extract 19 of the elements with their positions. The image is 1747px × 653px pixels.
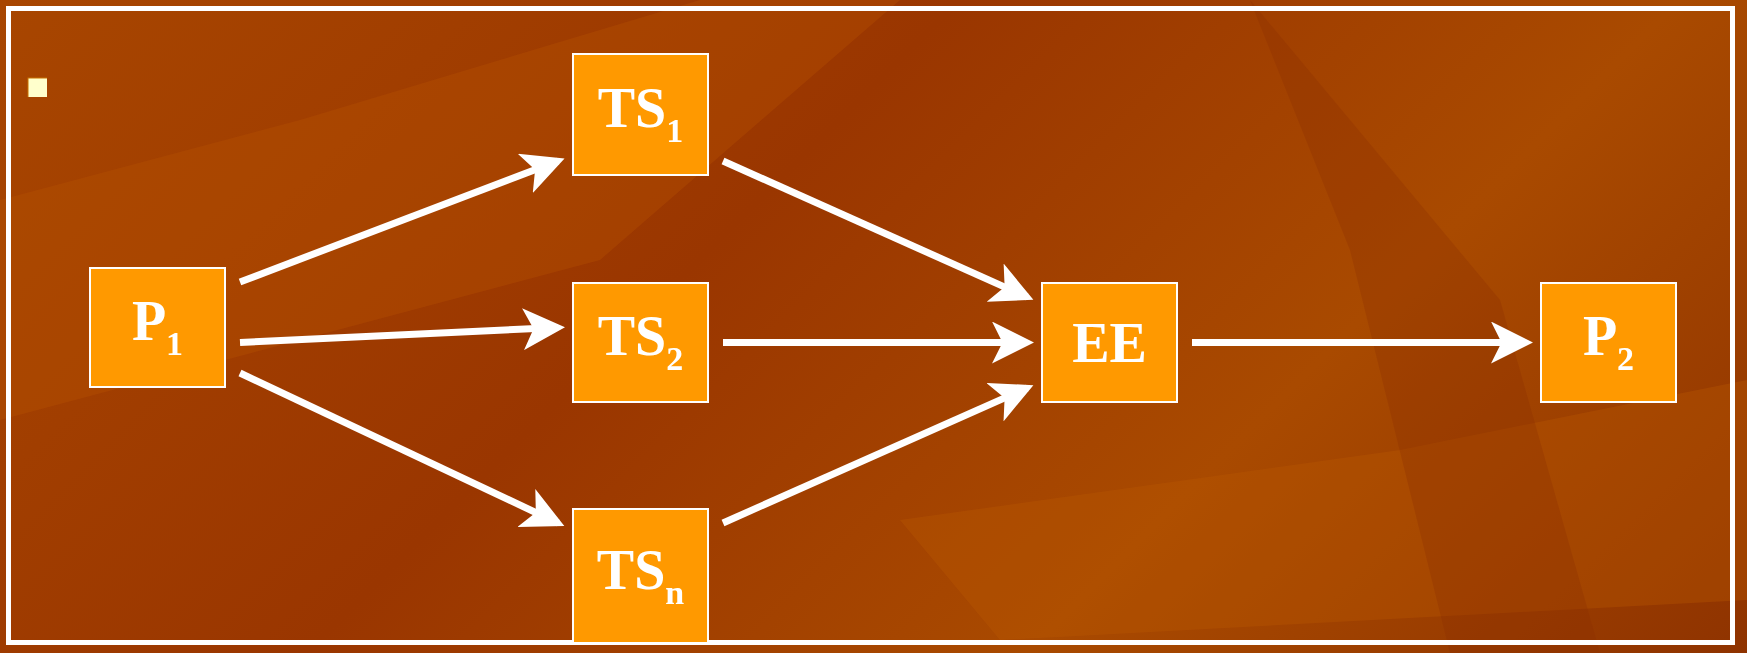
arrow [721,383,1034,527]
node-label: EE [1072,314,1147,371]
process-box [572,53,709,176]
arrow [238,369,565,528]
process-box [572,282,709,403]
node-label: P$_{1}$ [131,293,184,362]
node-label: TS$_{1}$ [597,80,684,149]
node-label: TS$_{2}$ [597,308,684,377]
arrow [239,308,565,351]
arrow [723,321,1034,364]
arrow [1192,321,1533,364]
arrow [238,153,565,286]
process-box [1041,282,1178,403]
process-box [1540,282,1677,403]
process-box [89,267,226,388]
process-box [572,508,709,644]
node-label: TS$_{n}$ [596,541,685,611]
arrow [721,157,1034,302]
node-label: P$_{2}$ [1582,308,1635,377]
